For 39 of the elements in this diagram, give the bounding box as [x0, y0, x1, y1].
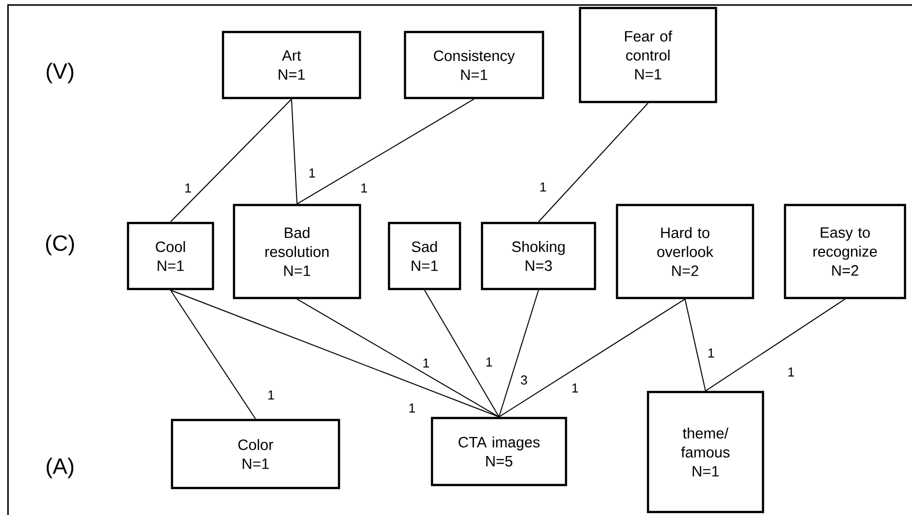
edge-label: 1 [183, 182, 193, 194]
concept-box: Fear of control N=1 [578, 6, 718, 104]
edge-label: 1 [484, 356, 494, 368]
connector-line [291, 98, 298, 204]
concept-box: Hard to overlook N=2 [616, 204, 754, 300]
concept-box: CTA images N=5 [430, 416, 568, 486]
edge-label: 1 [421, 358, 431, 368]
connector-line [684, 298, 706, 392]
edge-label: 1 [307, 168, 317, 178]
concept-box: Bad resolution N=1 [232, 204, 362, 300]
concept-box: Art N=1 [222, 30, 362, 100]
connector-line [296, 98, 474, 204]
connector-line [170, 290, 256, 420]
concept-box: Cool N=1 [126, 222, 214, 290]
edge-label: 1 [266, 390, 276, 400]
concept-box: Shoking N=3 [480, 222, 596, 290]
edge-label: 1 [538, 182, 548, 192]
edge-label: 1 [570, 382, 580, 394]
concept-box: Consistency N=1 [404, 30, 544, 100]
concept-box: theme/ famous N=1 [646, 390, 764, 514]
connector-line [424, 290, 500, 418]
edge-label: 1 [706, 348, 716, 358]
concept-box: Color N=1 [170, 418, 340, 490]
connector-line [170, 290, 500, 418]
level-label: (C) [46, 234, 74, 256]
connector-line [296, 298, 500, 418]
edge-label: 3 [519, 374, 529, 386]
connector-line [538, 102, 648, 222]
edge-label: 1 [407, 402, 417, 414]
edge-label: 1 [359, 182, 369, 194]
concept-box: Sad N=1 [388, 222, 462, 290]
level-label: (A) [46, 458, 74, 478]
level-label: (V) [46, 62, 74, 84]
concept-box: Easy to recognize N=2 [784, 204, 906, 300]
connector-line [498, 290, 539, 418]
connector-line [498, 298, 686, 418]
connector-line [705, 298, 846, 392]
connector-line [170, 98, 292, 222]
edge-label: 1 [786, 366, 796, 378]
